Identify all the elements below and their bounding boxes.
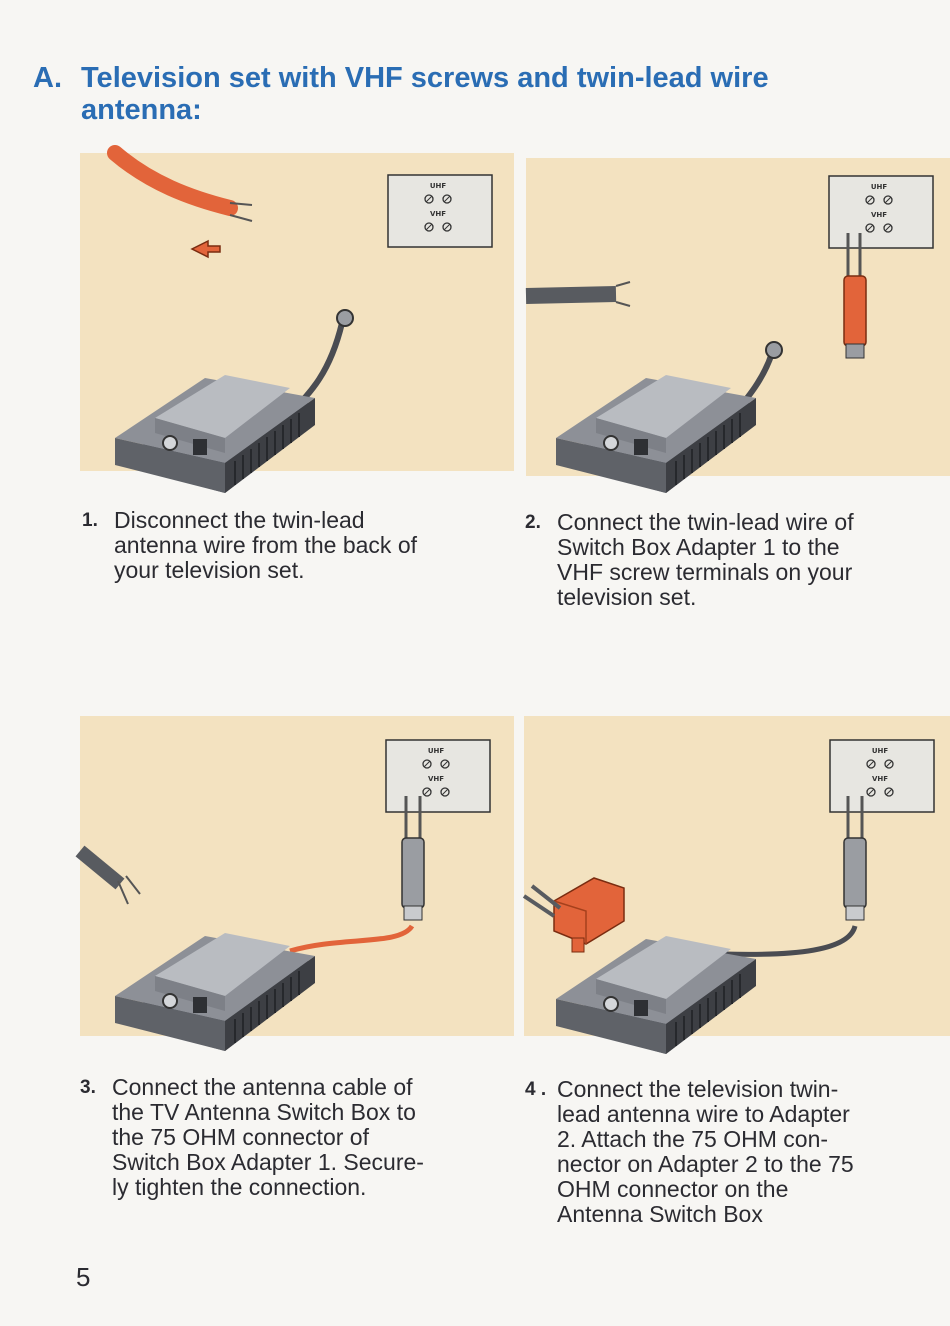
vhf-terminal-panel: UHF VHF [387, 174, 493, 248]
illustration-step-3-drawing: UHF VHF [75, 739, 491, 1052]
step-number: 4 . [525, 1079, 547, 1100]
switch-box-adapter-1 [843, 233, 867, 359]
illustration-step-1: UHF VHF [80, 145, 514, 494]
arrow-icon [190, 239, 221, 259]
twin-lead-wire [525, 286, 617, 304]
uhf-label: UHF [428, 747, 445, 755]
switch-box-adapter-1 [401, 796, 425, 921]
antenna-switch-box [114, 374, 316, 494]
step-number: 2. [525, 512, 541, 533]
antenna-cable [289, 924, 415, 954]
section-letter: A. [33, 62, 62, 94]
step-number: 3. [80, 1077, 96, 1098]
illustration-step-2-drawing: UHF VHF [525, 175, 934, 494]
vhf-terminal-panel: UHF VHF [385, 739, 491, 813]
step-text: Connect the twin-lead wire of Switch Box… [557, 509, 854, 610]
step-number: 1. [82, 510, 98, 531]
illustration-step-3: UHF VHF [75, 716, 514, 1052]
antenna-switch-box [555, 374, 757, 494]
uhf-label: UHF [430, 182, 447, 190]
switch-box-adapter-2 [522, 877, 625, 953]
antenna-switch-box [114, 932, 316, 1052]
antenna-switch-box [555, 935, 757, 1055]
illustration-step-4: UHF VHF [522, 716, 950, 1055]
twin-lead-wire [107, 145, 238, 216]
illustration-step-2: UHF VHF [525, 158, 950, 494]
antenna-cable [723, 925, 858, 957]
page-number: 5 [76, 1262, 91, 1292]
uhf-label: UHF [871, 183, 888, 191]
switch-box-adapter-1 [843, 796, 867, 921]
illustration-step-4-drawing: UHF VHF [522, 739, 935, 1055]
vhf-label: VHF [428, 775, 444, 783]
vhf-label: VHF [871, 211, 887, 219]
step-text: Disconnect the twin-lead antenna wire fr… [114, 507, 417, 583]
twin-lead-wire [75, 845, 125, 890]
illustration-step-1-drawing: UHF VHF [107, 145, 493, 494]
section-title: Television set with VHF screws and twin-… [81, 62, 769, 126]
vhf-label: VHF [872, 775, 888, 783]
vhf-terminal-panel: UHF VHF [828, 175, 934, 249]
vhf-terminal-panel: UHF VHF [829, 739, 935, 813]
uhf-label: UHF [872, 747, 889, 755]
step-text: Connect the television twin- lead antenn… [557, 1076, 854, 1227]
step-text: Connect the antenna cable of the TV Ante… [112, 1074, 424, 1200]
vhf-label: VHF [430, 210, 446, 218]
